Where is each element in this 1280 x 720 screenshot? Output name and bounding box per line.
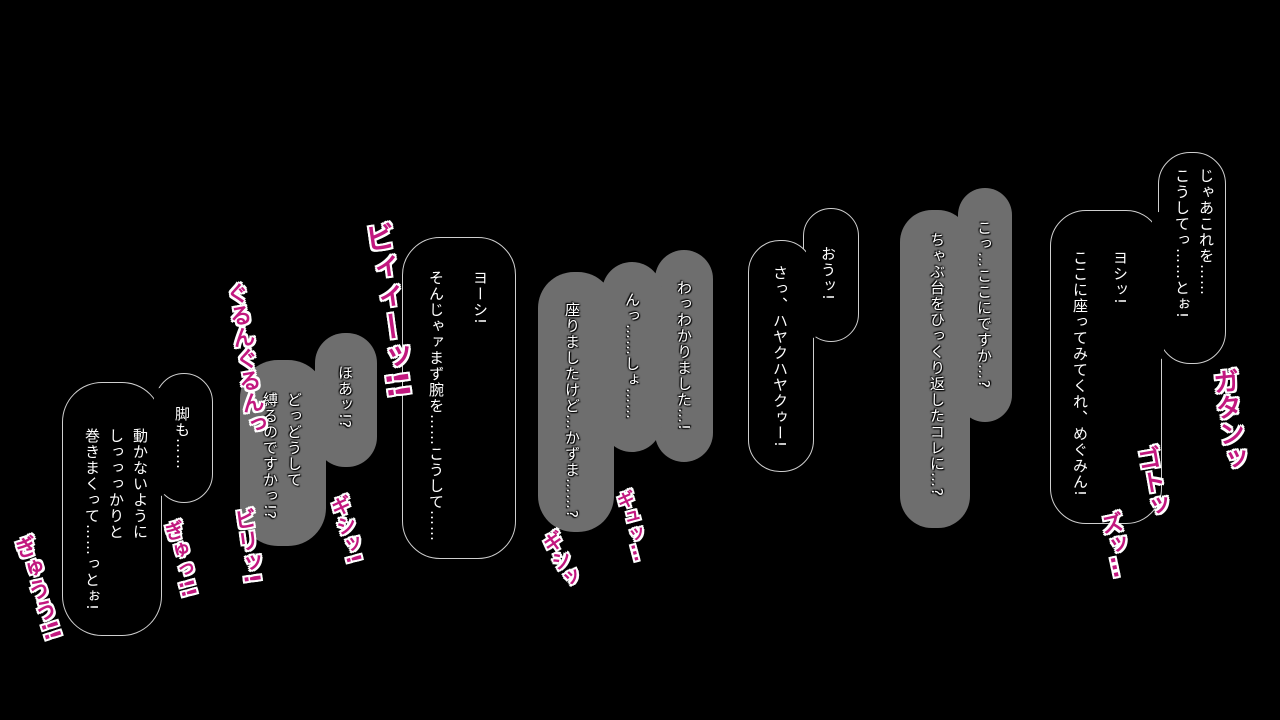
sfx-gatan: ガタンッ xyxy=(1207,366,1249,474)
dialogue-text: 座りましたけど…かずま……? xyxy=(560,302,584,519)
dialogue-text: 動かないように しっっっかりと 巻きまくって……っとぉ! xyxy=(80,428,152,611)
speech-bubble xyxy=(240,360,326,546)
sfx-gyuu: ぎゅうう!! xyxy=(7,533,66,645)
bubble-join xyxy=(1152,212,1164,360)
dialogue-text: さっ、ハヤクハヤクゥー! xyxy=(768,265,792,448)
dialogue-line: しっっっかりと xyxy=(107,428,125,540)
dialogue-line: ちゃぶ台をひっくり返したコレに…? xyxy=(928,232,946,497)
dialogue-line: んっ……しょ…… xyxy=(623,292,641,420)
dialogue-text: わっわかりました…! xyxy=(672,280,696,431)
dialogue-line: じゃあこれを…… xyxy=(1197,168,1215,296)
dialogue-text: おうッ! xyxy=(816,246,840,301)
speech-bubble xyxy=(1050,210,1162,524)
speech-bubble xyxy=(62,382,162,636)
dialogue-line: ヨシッ! xyxy=(1111,250,1129,306)
dialogue-line: ほあッ!? xyxy=(336,365,354,429)
sfx-gishi: ギシッ xyxy=(536,527,584,593)
dialogue-text: こっ…ここにですか…? xyxy=(972,220,996,389)
dialogue-line: 座りましたけど…かずま……? xyxy=(563,302,581,519)
dialogue-line: さっ、ハヤクハヤクゥー! xyxy=(771,265,789,449)
dialogue-text: どっどうして 縛るのですかっ!? xyxy=(258,392,306,520)
bubble-join xyxy=(806,246,818,338)
dialogue-line: そんじゃァまず腕を……こうして…… xyxy=(427,270,445,542)
dialogue-text: んっ……しょ…… xyxy=(620,292,644,420)
speech-bubble xyxy=(538,272,614,532)
speech-bubble xyxy=(748,240,814,472)
dialogue-line: 脚も…… xyxy=(173,406,191,470)
speech-bubble xyxy=(402,237,516,559)
dialogue-line: こうしてっ……とぉ! xyxy=(1173,168,1191,320)
sfx-guru: ぐるんぐるんっ xyxy=(221,280,268,437)
dialogue-text: ほあッ!? xyxy=(333,365,357,429)
sfx-gishi: ギシッ! xyxy=(325,493,367,567)
dialogue-text: じゃあこれを…… こうしてっ……とぉ! xyxy=(1170,168,1218,319)
dialogue-text: ちゃぶ台をひっくり返したコレに…? xyxy=(925,232,949,497)
speech-bubble xyxy=(900,210,970,528)
dialogue-line: こっ…ここにですか…? xyxy=(975,220,993,389)
dialogue-line: ここに座ってみてくれ、めぐみん! xyxy=(1071,250,1089,498)
dialogue-line: どっどうして xyxy=(285,392,303,488)
dialogue-text: 脚も…… xyxy=(170,406,194,470)
dialogue-line: おうッ! xyxy=(819,246,837,302)
speech-bubble xyxy=(655,250,713,462)
dialogue-text: ヨシッ! ここに座ってみてくれ、めぐみん! xyxy=(1068,250,1132,497)
sfx-gyu: ギュッ… xyxy=(612,488,651,564)
sfx-gyu: ぎゅっ!! xyxy=(158,518,202,601)
dialogue-line: わっわかりました…! xyxy=(675,280,693,432)
dialogue-text: ヨーシ! そんじゃァまず腕を……こうして…… xyxy=(424,270,492,542)
dialogue-line: 巻きまくって……っとぉ! xyxy=(83,428,101,612)
dialogue-line: 縛るのですかっ!? xyxy=(261,392,279,520)
dialogue-line: ヨーシ! xyxy=(471,270,489,326)
dialogue-line: 動かないように xyxy=(131,428,149,540)
bubble-join xyxy=(154,388,166,496)
